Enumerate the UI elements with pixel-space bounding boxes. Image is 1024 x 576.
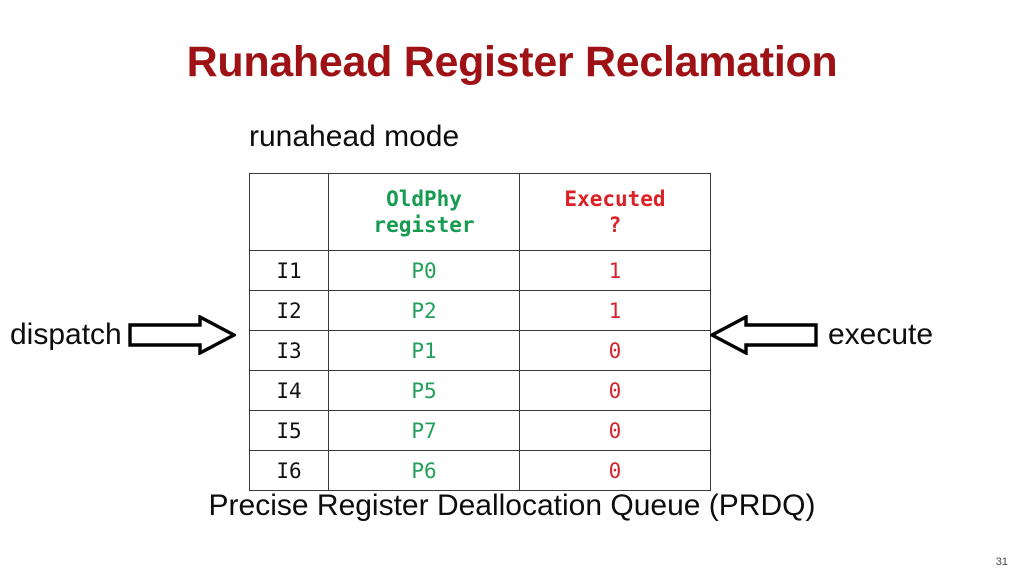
arrow-right-icon	[128, 315, 236, 355]
table-header-row: OldPhy register Executed ?	[249, 173, 711, 251]
cell-oldphy-register: P7	[328, 410, 520, 451]
cell-instruction-index: I4	[249, 370, 329, 411]
cell-executed-flag: 0	[519, 410, 711, 451]
cell-executed-flag: 1	[519, 290, 711, 331]
cell-instruction-index: I3	[249, 330, 329, 371]
arrow-left-icon	[710, 315, 818, 355]
column-header-oldphy-register: OldPhy register	[328, 173, 520, 251]
column-header-oldphy-line2: register	[373, 213, 475, 237]
cell-executed-flag: 0	[519, 330, 711, 371]
execute-annotation: execute	[710, 310, 1010, 360]
execute-label: execute	[828, 318, 934, 351]
page-number: 31	[995, 556, 1008, 568]
cell-executed-flag: 0	[519, 450, 711, 491]
column-header-oldphy-line1: OldPhy	[386, 186, 462, 211]
dispatch-annotation: dispatch	[10, 310, 250, 360]
cell-executed-flag: 1	[519, 250, 711, 291]
column-header-executed-line2: ?	[608, 213, 622, 237]
cell-executed-flag: 0	[519, 370, 711, 411]
cell-oldphy-register: P6	[328, 450, 520, 491]
column-header-executed: Executed ?	[519, 173, 711, 251]
column-header-executed-line1: Executed	[564, 186, 666, 211]
dispatch-label: dispatch	[10, 318, 122, 351]
cell-instruction-index: I2	[249, 290, 329, 331]
cell-oldphy-register: P5	[328, 370, 520, 411]
page-title: Runahead Register Reclamation	[186, 38, 838, 86]
cell-oldphy-register: P2	[328, 290, 520, 331]
cell-oldphy-register: P1	[328, 330, 520, 371]
cell-oldphy-register: P0	[328, 250, 520, 291]
cell-instruction-index: I5	[249, 410, 329, 451]
prdq-caption: Precise Register Deallocation Queue (PRD…	[208, 489, 816, 522]
column-header-index	[249, 173, 329, 251]
runahead-mode-label: runahead mode	[249, 120, 460, 153]
cell-instruction-index: I1	[249, 250, 329, 291]
cell-instruction-index: I6	[249, 450, 329, 491]
